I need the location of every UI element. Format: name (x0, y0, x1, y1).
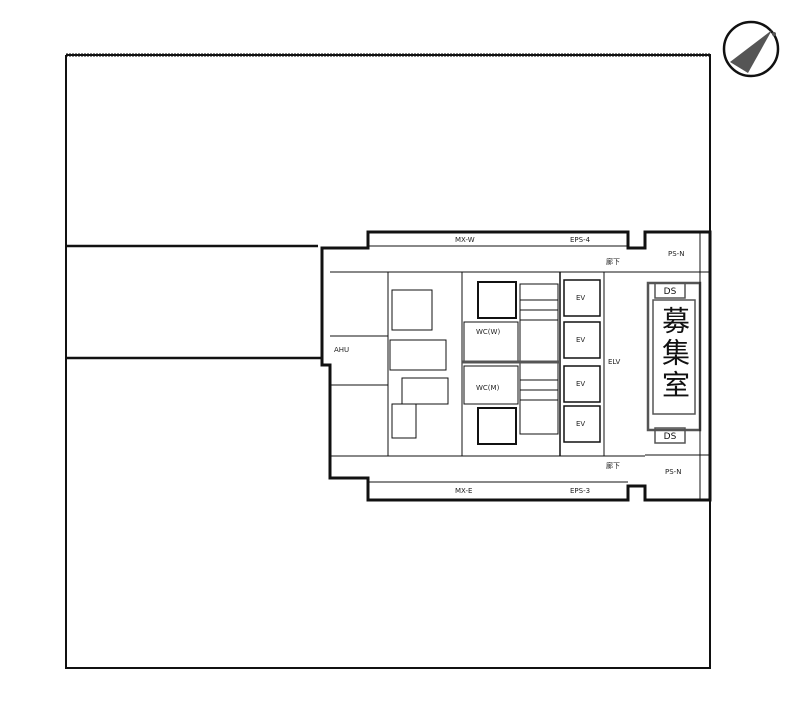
ev-label: EV (576, 380, 585, 388)
mx-label-top: MX-W (455, 236, 475, 244)
corridor-label-top: 廊下 (606, 257, 620, 266)
ev-label: EV (576, 336, 585, 344)
ds-label-bottom: DS (664, 432, 677, 442)
ps-label-top: PS-N (668, 250, 684, 258)
wc-w-label: WC(W) (476, 328, 500, 336)
eps-label-top: EPS-4 (570, 236, 591, 244)
ev-label: EV (576, 420, 585, 428)
ev-label: EV (576, 294, 585, 302)
mx-label-bottom: MX-E (455, 487, 472, 495)
vacant-room-label: 募集室 (658, 306, 691, 402)
elv-label: ELV (608, 358, 621, 366)
corridor-label-bottom: 廊下 (606, 461, 620, 470)
ps-label-bottom: PS-N (665, 468, 681, 476)
wc-m-label: WC(M) (476, 384, 500, 392)
ds-label-top: DS (664, 287, 677, 297)
north-arrow-icon (722, 20, 780, 78)
ahu-label: AHU (334, 346, 349, 354)
eps-label-bottom: EPS-3 (570, 487, 590, 495)
core-outline (320, 230, 712, 502)
